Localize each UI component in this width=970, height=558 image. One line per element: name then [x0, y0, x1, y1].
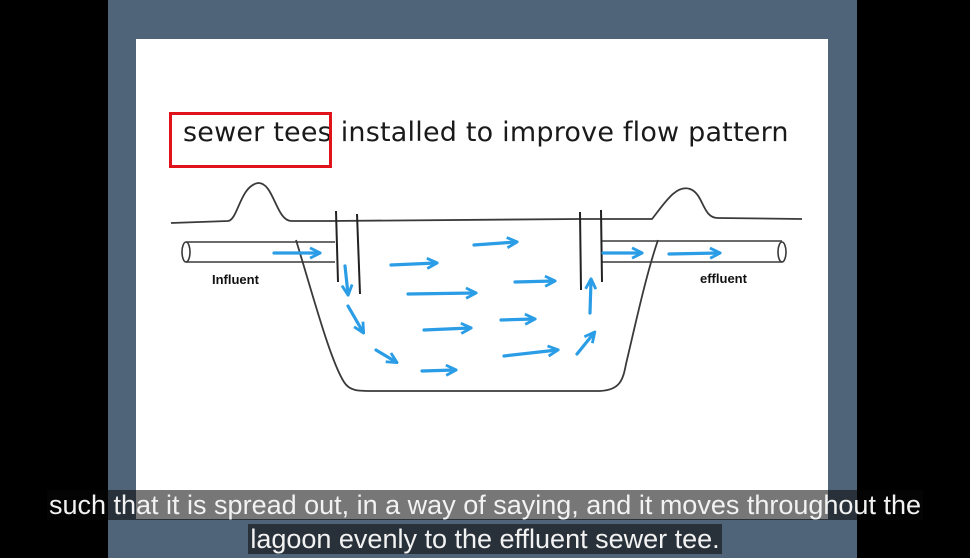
flow-arrow: [472, 242, 516, 245]
lagoon-basin: [295, 239, 659, 392]
outlet-tee: [579, 209, 603, 291]
caption-line-2: lagoon evenly to the effluent sewer tee.: [248, 524, 722, 554]
effluent-label: effluent: [700, 271, 747, 286]
flow-arrow: [422, 328, 470, 330]
flow-arrow: [346, 304, 363, 332]
highlight-box: [169, 112, 332, 168]
caption-line-1: such that it is spread out, in a way of …: [46, 490, 923, 520]
inlet-tee: [335, 210, 361, 295]
flow-arrow: [345, 264, 348, 294]
flow-arrow: [374, 348, 396, 362]
subtitle-caption: such that it is spread out, in a way of …: [0, 488, 970, 556]
title-highlight-text: sewer tees: [183, 117, 332, 148]
inlet-pipe: [181, 241, 335, 263]
flow-arrow: [667, 253, 719, 254]
title-rest-text: installed to improve flow pattern: [340, 117, 789, 148]
slide: [136, 39, 828, 519]
ground-line: [170, 182, 803, 224]
flow-arrow: [502, 350, 557, 358]
flow-arrow: [590, 280, 591, 315]
slide-title: sewer tees installed to improve flow pat…: [183, 117, 789, 148]
flow-arrows: [272, 242, 719, 371]
flow-arrow: [389, 263, 436, 265]
outlet-pipe: [602, 240, 787, 263]
flow-arrow: [513, 281, 554, 282]
flow-arrow: [499, 319, 534, 320]
flow-arrow: [406, 293, 475, 294]
influent-label: Influent: [212, 272, 259, 287]
flow-arrow: [420, 370, 455, 371]
flow-arrow: [575, 333, 594, 356]
